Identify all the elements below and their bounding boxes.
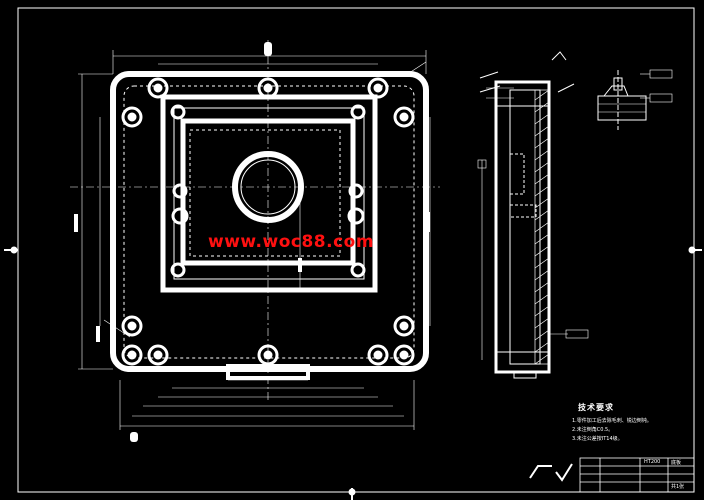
drawing-frame: [4, 7, 702, 500]
detail-view: [597, 69, 673, 130]
surface-finish-icon: [529, 463, 573, 482]
title-material: HT200: [644, 459, 661, 465]
tech-title: 技术要求: [578, 403, 614, 412]
title-sheet: 共1张: [671, 484, 685, 490]
tech-note: 1.零件加工后去除毛刺、锐边倒钝。: [572, 418, 652, 424]
side-outer-contour: [494, 80, 551, 374]
title-part-name: 底板: [671, 460, 682, 466]
side-view: [477, 51, 589, 379]
tech-note: 3.未注公差按IT14级。: [572, 436, 623, 442]
watermark-text: www.woc88.com: [208, 232, 375, 252]
section-hatch: [534, 89, 550, 365]
technical-requirements: 技术要求 1.零件加工后去除毛刺、锐边倒钝。 2.未注倒角C0.5。 3.未注公…: [572, 402, 652, 442]
dimension-lines: [78, 50, 431, 430]
tech-note: 2.未注倒角C0.5。: [572, 427, 614, 433]
title-block: [579, 457, 695, 493]
mounting-holes: [121, 77, 415, 366]
front-view: [70, 40, 440, 442]
